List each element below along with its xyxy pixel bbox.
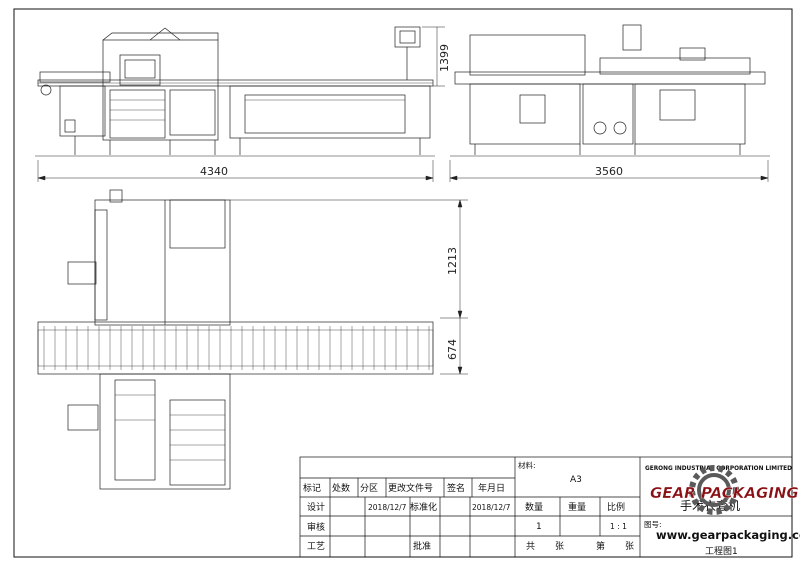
standardize-label: 标准化 [410, 501, 437, 513]
material-value: A3 [570, 475, 582, 485]
design-label: 设计 [307, 501, 325, 513]
plan-depth-dimension: 1213 [446, 247, 459, 275]
brand-logo-text: GEAR PACKAGING [650, 484, 799, 502]
header-signature: 签名 [447, 482, 465, 494]
side-length-dimension: 3560 [595, 165, 623, 178]
header-date: 年月日 [478, 482, 505, 494]
plan-conveyor-dimension: 674 [446, 339, 459, 360]
process-label: 工艺 [307, 541, 325, 552]
quantity-label: 数量 [525, 501, 543, 513]
conveyor-slats [43, 326, 430, 370]
sheet-no-label: 第 [596, 540, 605, 552]
header-zone: 分区 [360, 483, 378, 494]
design-date: 2018/12/7 [368, 503, 407, 512]
drawing-no-label: 图号: [644, 520, 662, 529]
front-dimension-lines [37, 26, 445, 182]
weight-label: 重量 [568, 501, 586, 513]
brand-watermark: GEAR PACKAGING www.gearpackaging.com [650, 465, 800, 542]
company-name: GERONG INDUSTRIAL CORPORATION LIMITED [645, 466, 792, 472]
front-length-dimension: 4340 [200, 165, 228, 178]
side-elevation-view [450, 24, 770, 157]
front-elevation-view [35, 26, 435, 157]
sheets-unit-2: 张 [625, 541, 634, 552]
title-block [299, 456, 793, 558]
plan-view-lower [67, 373, 231, 490]
approve-label: 批准 [413, 540, 431, 552]
header-count: 处数 [332, 482, 350, 494]
sheets-unit-1: 张 [555, 541, 564, 552]
gear-icon [689, 465, 739, 515]
drawing-border [13, 8, 793, 558]
material-label: 材料: [518, 460, 536, 470]
standardize-date: 2018/12/7 [472, 503, 511, 512]
side-dimension-lines [449, 160, 769, 182]
brand-url: www.gearpackaging.com [656, 528, 800, 542]
quantity-value: 1 [536, 522, 542, 532]
plan-dimension-lines [230, 199, 468, 375]
plan-view [37, 189, 434, 375]
header-mark: 标记 [303, 482, 321, 494]
header-change-doc: 更改文件号 [388, 482, 433, 494]
drawing-subtitle: 工程图1 [705, 546, 738, 557]
scale-label: 比例 [607, 501, 625, 513]
review-label: 审核 [307, 521, 325, 533]
front-height-dimension: 1399 [438, 44, 451, 72]
sheets-total-label: 共 [526, 541, 535, 552]
scale-value: 1 : 1 [610, 522, 627, 531]
